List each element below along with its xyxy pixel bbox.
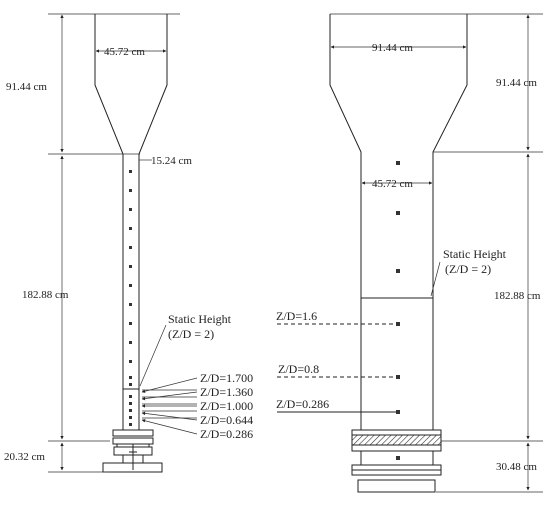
pressure-port	[129, 303, 132, 306]
left-riser-height-label: 182.88 cm	[22, 289, 69, 301]
pressure-port	[129, 416, 132, 419]
pressure-port	[129, 409, 132, 412]
left-neck-width-label: 15.24 cm	[151, 155, 192, 167]
pressure-port	[129, 227, 132, 230]
right-top-height-label: 91.44 cm	[496, 77, 537, 89]
right-bottom-height-label: 30.48 cm	[496, 461, 537, 473]
left-column-wall-left	[94, 14, 124, 430]
right-riser-height-label: 182.88 cm	[494, 290, 541, 302]
left-distributor-plenum	[102, 429, 163, 473]
probe-arrow	[141, 411, 198, 421]
left-bottom-height-label: 20.32 cm	[4, 451, 45, 463]
right-flange-upper	[351, 429, 442, 436]
left-flange-lower	[112, 437, 154, 445]
pressure-port	[129, 360, 132, 363]
left-pressure-ports	[129, 170, 132, 426]
right-column: 91.44 cm 91.44 cm 45.72 cm 182.88 cm Sta…	[276, 13, 543, 493]
probe-arrow	[141, 391, 198, 401]
pressure-port	[129, 189, 132, 192]
pressure-port	[396, 161, 400, 165]
left-probe-indicators	[141, 377, 198, 435]
left-column-wall-right	[138, 14, 168, 430]
pressure-port	[396, 410, 400, 414]
pressure-port	[129, 208, 132, 211]
left-column: 45.72 cm 91.44 cm 15.24 cm 182.88 cm	[4, 13, 253, 473]
pressure-port	[129, 284, 132, 287]
right-top-width-label: 91.44 cm	[372, 42, 413, 54]
left-static-height-label-2: (Z/D = 2)	[168, 327, 214, 341]
right-base-stand	[357, 479, 436, 493]
left-top-width-label: 45.72 cm	[104, 46, 145, 58]
pressure-port	[129, 376, 132, 379]
right-plenum-flange-2	[351, 469, 442, 476]
left-static-height-leader	[139, 324, 167, 387]
right-probe-label-3: Z/D=0.286	[276, 397, 329, 411]
pressure-port	[129, 402, 132, 405]
pressure-port	[129, 246, 132, 249]
pressure-port	[396, 456, 400, 460]
pressure-port	[129, 423, 132, 426]
right-static-height-label-2: (Z/D = 2)	[445, 262, 491, 276]
left-probe-label-5: Z/D=0.286	[200, 427, 253, 441]
pressure-port	[129, 395, 132, 398]
right-plenum-flange-1	[351, 464, 442, 471]
right-column-wall-left	[329, 14, 362, 430]
right-probe-label-2: Z/D=0.8	[278, 362, 319, 376]
right-flange-lower	[351, 444, 442, 452]
right-distributor-plate	[351, 434, 442, 446]
pressure-port	[129, 170, 132, 173]
probe-arrow	[141, 419, 198, 435]
right-distributor-plenum	[351, 429, 442, 493]
left-top-height-label: 91.44 cm	[6, 81, 47, 93]
left-flange-upper	[112, 429, 154, 437]
pressure-port	[396, 322, 400, 326]
pressure-port	[129, 265, 132, 268]
right-riser-width-label: 45.72 cm	[372, 178, 413, 190]
right-pressure-ports	[396, 161, 400, 460]
left-static-height-label-1: Static Height	[168, 312, 232, 326]
right-static-height-leader	[430, 261, 441, 297]
left-probe-label-4: Z/D=0.644	[200, 413, 253, 427]
left-probe-label-3: Z/D=1.000	[200, 399, 253, 413]
right-static-height-label-1: Static Height	[443, 247, 507, 261]
left-base-stand	[102, 462, 163, 473]
pressure-port	[396, 375, 400, 379]
right-probe-label-1: Z/D=1.6	[276, 309, 317, 323]
left-probe-label-1: Z/D=1.700	[200, 371, 253, 385]
right-column-wall-right	[432, 14, 468, 430]
pressure-port	[129, 322, 132, 325]
pressure-port	[396, 211, 400, 215]
left-probe-label-2: Z/D=1.360	[200, 385, 253, 399]
pressure-port	[396, 269, 400, 273]
pressure-port	[129, 341, 132, 344]
pressure-port	[129, 383, 132, 386]
